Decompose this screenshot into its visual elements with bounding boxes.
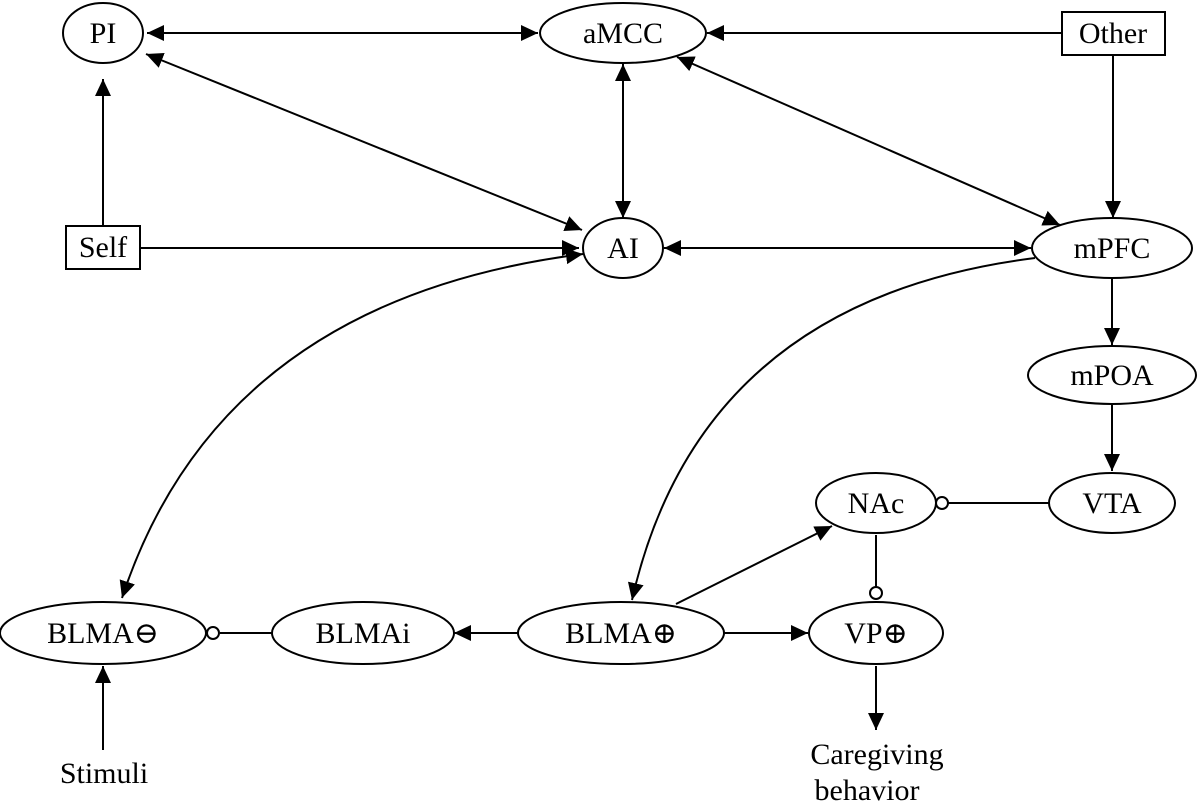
node-ai: AI	[582, 217, 664, 279]
node-label-other: Other	[1079, 17, 1147, 50]
node-mpfc: mPFC	[1031, 217, 1193, 279]
node-label-vp-pos: VP⊕	[844, 617, 908, 650]
node-pi: PI	[62, 2, 144, 64]
node-label-pi: PI	[90, 17, 117, 50]
node-label-self: Self	[79, 231, 127, 264]
edge-blma-pos-nac	[675, 525, 833, 605]
inhibitory-terminal-nac-vta	[935, 496, 949, 510]
node-label-blma-pos: BLMA⊕	[565, 617, 677, 650]
node-caregiving-behavior: Caregiving behavior	[810, 738, 943, 805]
node-label-blmai: BLMAi	[315, 617, 410, 650]
node-mpoa: mPOA	[1027, 345, 1197, 405]
edge-mpfc-blma-pos	[627, 257, 1036, 601]
edge-amcc-mpfc	[676, 56, 1061, 226]
node-self: Self	[65, 225, 141, 270]
node-blma-pos: BLMA⊕	[517, 601, 725, 665]
node-blmai: BLMAi	[271, 601, 455, 665]
node-label-amcc: aMCC	[583, 17, 663, 50]
node-amcc: aMCC	[539, 2, 707, 64]
node-nac: NAc	[815, 472, 937, 534]
edge-ai-blma-neg	[119, 248, 584, 599]
node-label-blma-neg: BLMA⊖	[47, 617, 159, 650]
node-label-caregiving-line1: Caregiving	[810, 738, 943, 771]
inhibitory-terminal-vp	[869, 586, 883, 600]
node-vp-pos: VP⊕	[808, 601, 944, 665]
node-stimuli: Stimuli	[60, 757, 148, 790]
node-blma-neg: BLMA⊖	[0, 601, 207, 665]
inhibitory-terminal-blma-neg	[206, 626, 220, 640]
edges	[95, 25, 1121, 750]
node-label-vta: VTA	[1082, 487, 1142, 520]
node-label-mpoa: mPOA	[1070, 359, 1154, 392]
edge-pi-ai	[145, 52, 583, 232]
node-label-ai: AI	[607, 232, 639, 265]
node-label-nac: NAc	[848, 487, 905, 520]
node-other: Other	[1061, 11, 1166, 56]
node-label-mpfc: mPFC	[1074, 232, 1151, 265]
node-label-caregiving-line2: behavior	[815, 774, 920, 805]
node-label-stimuli: Stimuli	[60, 757, 148, 790]
node-vta: VTA	[1048, 472, 1176, 534]
